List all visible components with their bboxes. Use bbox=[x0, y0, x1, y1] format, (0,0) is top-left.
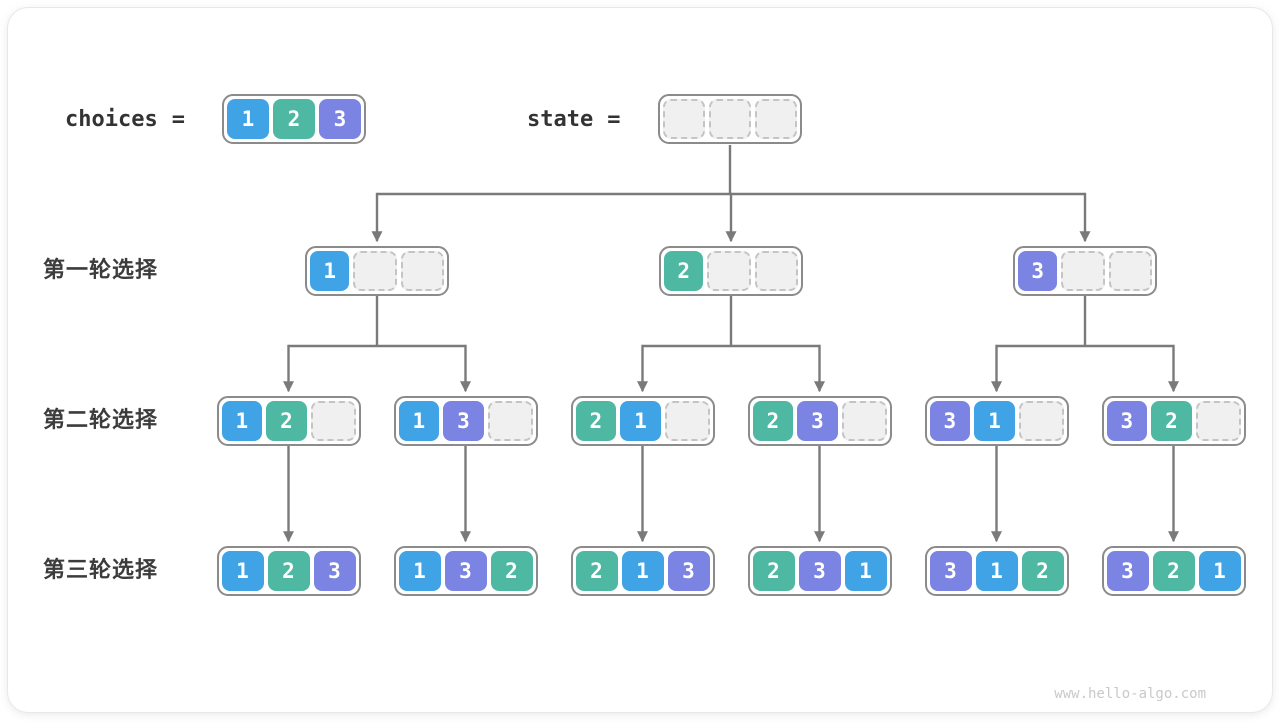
empty-cell bbox=[1061, 251, 1105, 291]
value-cell-1: 1 bbox=[310, 251, 350, 291]
value-cell-3: 3 bbox=[1018, 251, 1058, 291]
state-node: 3 bbox=[1013, 246, 1157, 296]
watermark: www.hello-algo.com bbox=[1054, 686, 1206, 702]
value-cell-1: 1 bbox=[398, 401, 440, 441]
empty-cell bbox=[707, 251, 751, 291]
value-cell-3: 3 bbox=[1106, 551, 1149, 591]
connector-line bbox=[288, 296, 466, 348]
value-cell-3: 3 bbox=[929, 401, 971, 441]
value-cell-2: 2 bbox=[575, 551, 618, 591]
connector-line bbox=[996, 296, 1174, 348]
state-node: 1 bbox=[305, 246, 449, 296]
value-cell-1: 1 bbox=[974, 401, 1015, 441]
state-array-slot bbox=[658, 94, 802, 144]
value-cell-1: 1 bbox=[620, 401, 661, 441]
value-cell-1: 1 bbox=[621, 551, 664, 591]
tree-connectors bbox=[283, 145, 1179, 543]
row-label: 第三轮选择 bbox=[43, 558, 159, 583]
value-cell-2: 2 bbox=[575, 401, 617, 441]
value-cell-1: 1 bbox=[221, 551, 264, 591]
value-cell-2: 2 bbox=[266, 401, 307, 441]
state-node bbox=[658, 94, 802, 144]
empty-cell bbox=[1195, 401, 1241, 441]
empty-cell bbox=[1108, 251, 1152, 291]
state-header: state = bbox=[527, 94, 620, 144]
empty-cell bbox=[841, 401, 887, 441]
row-label: 第二轮选择 bbox=[43, 408, 159, 433]
row-label: 第一轮选择 bbox=[43, 258, 159, 283]
value-cell-3: 3 bbox=[929, 551, 972, 591]
value-cell-1: 1 bbox=[398, 551, 441, 591]
empty-cell bbox=[487, 401, 533, 441]
value-cell-2: 2 bbox=[490, 551, 533, 591]
equals-sign: = bbox=[171, 106, 185, 132]
value-cell-2: 2 bbox=[752, 401, 794, 441]
empty-cell bbox=[663, 99, 705, 139]
empty-cell bbox=[664, 401, 710, 441]
value-cell-3: 3 bbox=[319, 99, 361, 139]
value-cell-3: 3 bbox=[313, 551, 356, 591]
state-label: state bbox=[527, 106, 594, 132]
value-cell-2: 2 bbox=[1021, 551, 1064, 591]
value-cell-2: 2 bbox=[664, 251, 704, 291]
choices-label: choices bbox=[65, 106, 158, 132]
equals-sign: = bbox=[607, 106, 621, 132]
value-cell-2: 2 bbox=[1151, 401, 1192, 441]
value-cell-1: 1 bbox=[1198, 551, 1241, 591]
value-cell-3: 3 bbox=[798, 551, 841, 591]
empty-cell bbox=[400, 251, 444, 291]
value-cell-2: 2 bbox=[273, 99, 315, 139]
connector-line bbox=[377, 145, 1085, 196]
value-cell-3: 3 bbox=[443, 401, 484, 441]
value-cell-2: 2 bbox=[1152, 551, 1195, 591]
empty-cell bbox=[755, 99, 797, 139]
value-cell-3: 3 bbox=[1106, 401, 1148, 441]
value-cell-3: 3 bbox=[667, 551, 710, 591]
state-node: 2 bbox=[659, 246, 803, 296]
value-cell-1: 1 bbox=[975, 551, 1018, 591]
value-cell-2: 2 bbox=[752, 551, 795, 591]
value-cell-3: 3 bbox=[444, 551, 487, 591]
connector-line bbox=[642, 296, 820, 348]
value-cell-2: 2 bbox=[267, 551, 310, 591]
empty-cell bbox=[310, 401, 356, 441]
value-cell-1: 1 bbox=[227, 99, 269, 139]
value-cell-1: 1 bbox=[844, 551, 887, 591]
empty-cell bbox=[1018, 401, 1064, 441]
empty-cell bbox=[353, 251, 397, 291]
value-cell-3: 3 bbox=[797, 401, 838, 441]
choices-header: choices = bbox=[65, 94, 185, 144]
empty-cell bbox=[709, 99, 751, 139]
empty-cell bbox=[754, 251, 798, 291]
value-cell-1: 1 bbox=[221, 401, 263, 441]
